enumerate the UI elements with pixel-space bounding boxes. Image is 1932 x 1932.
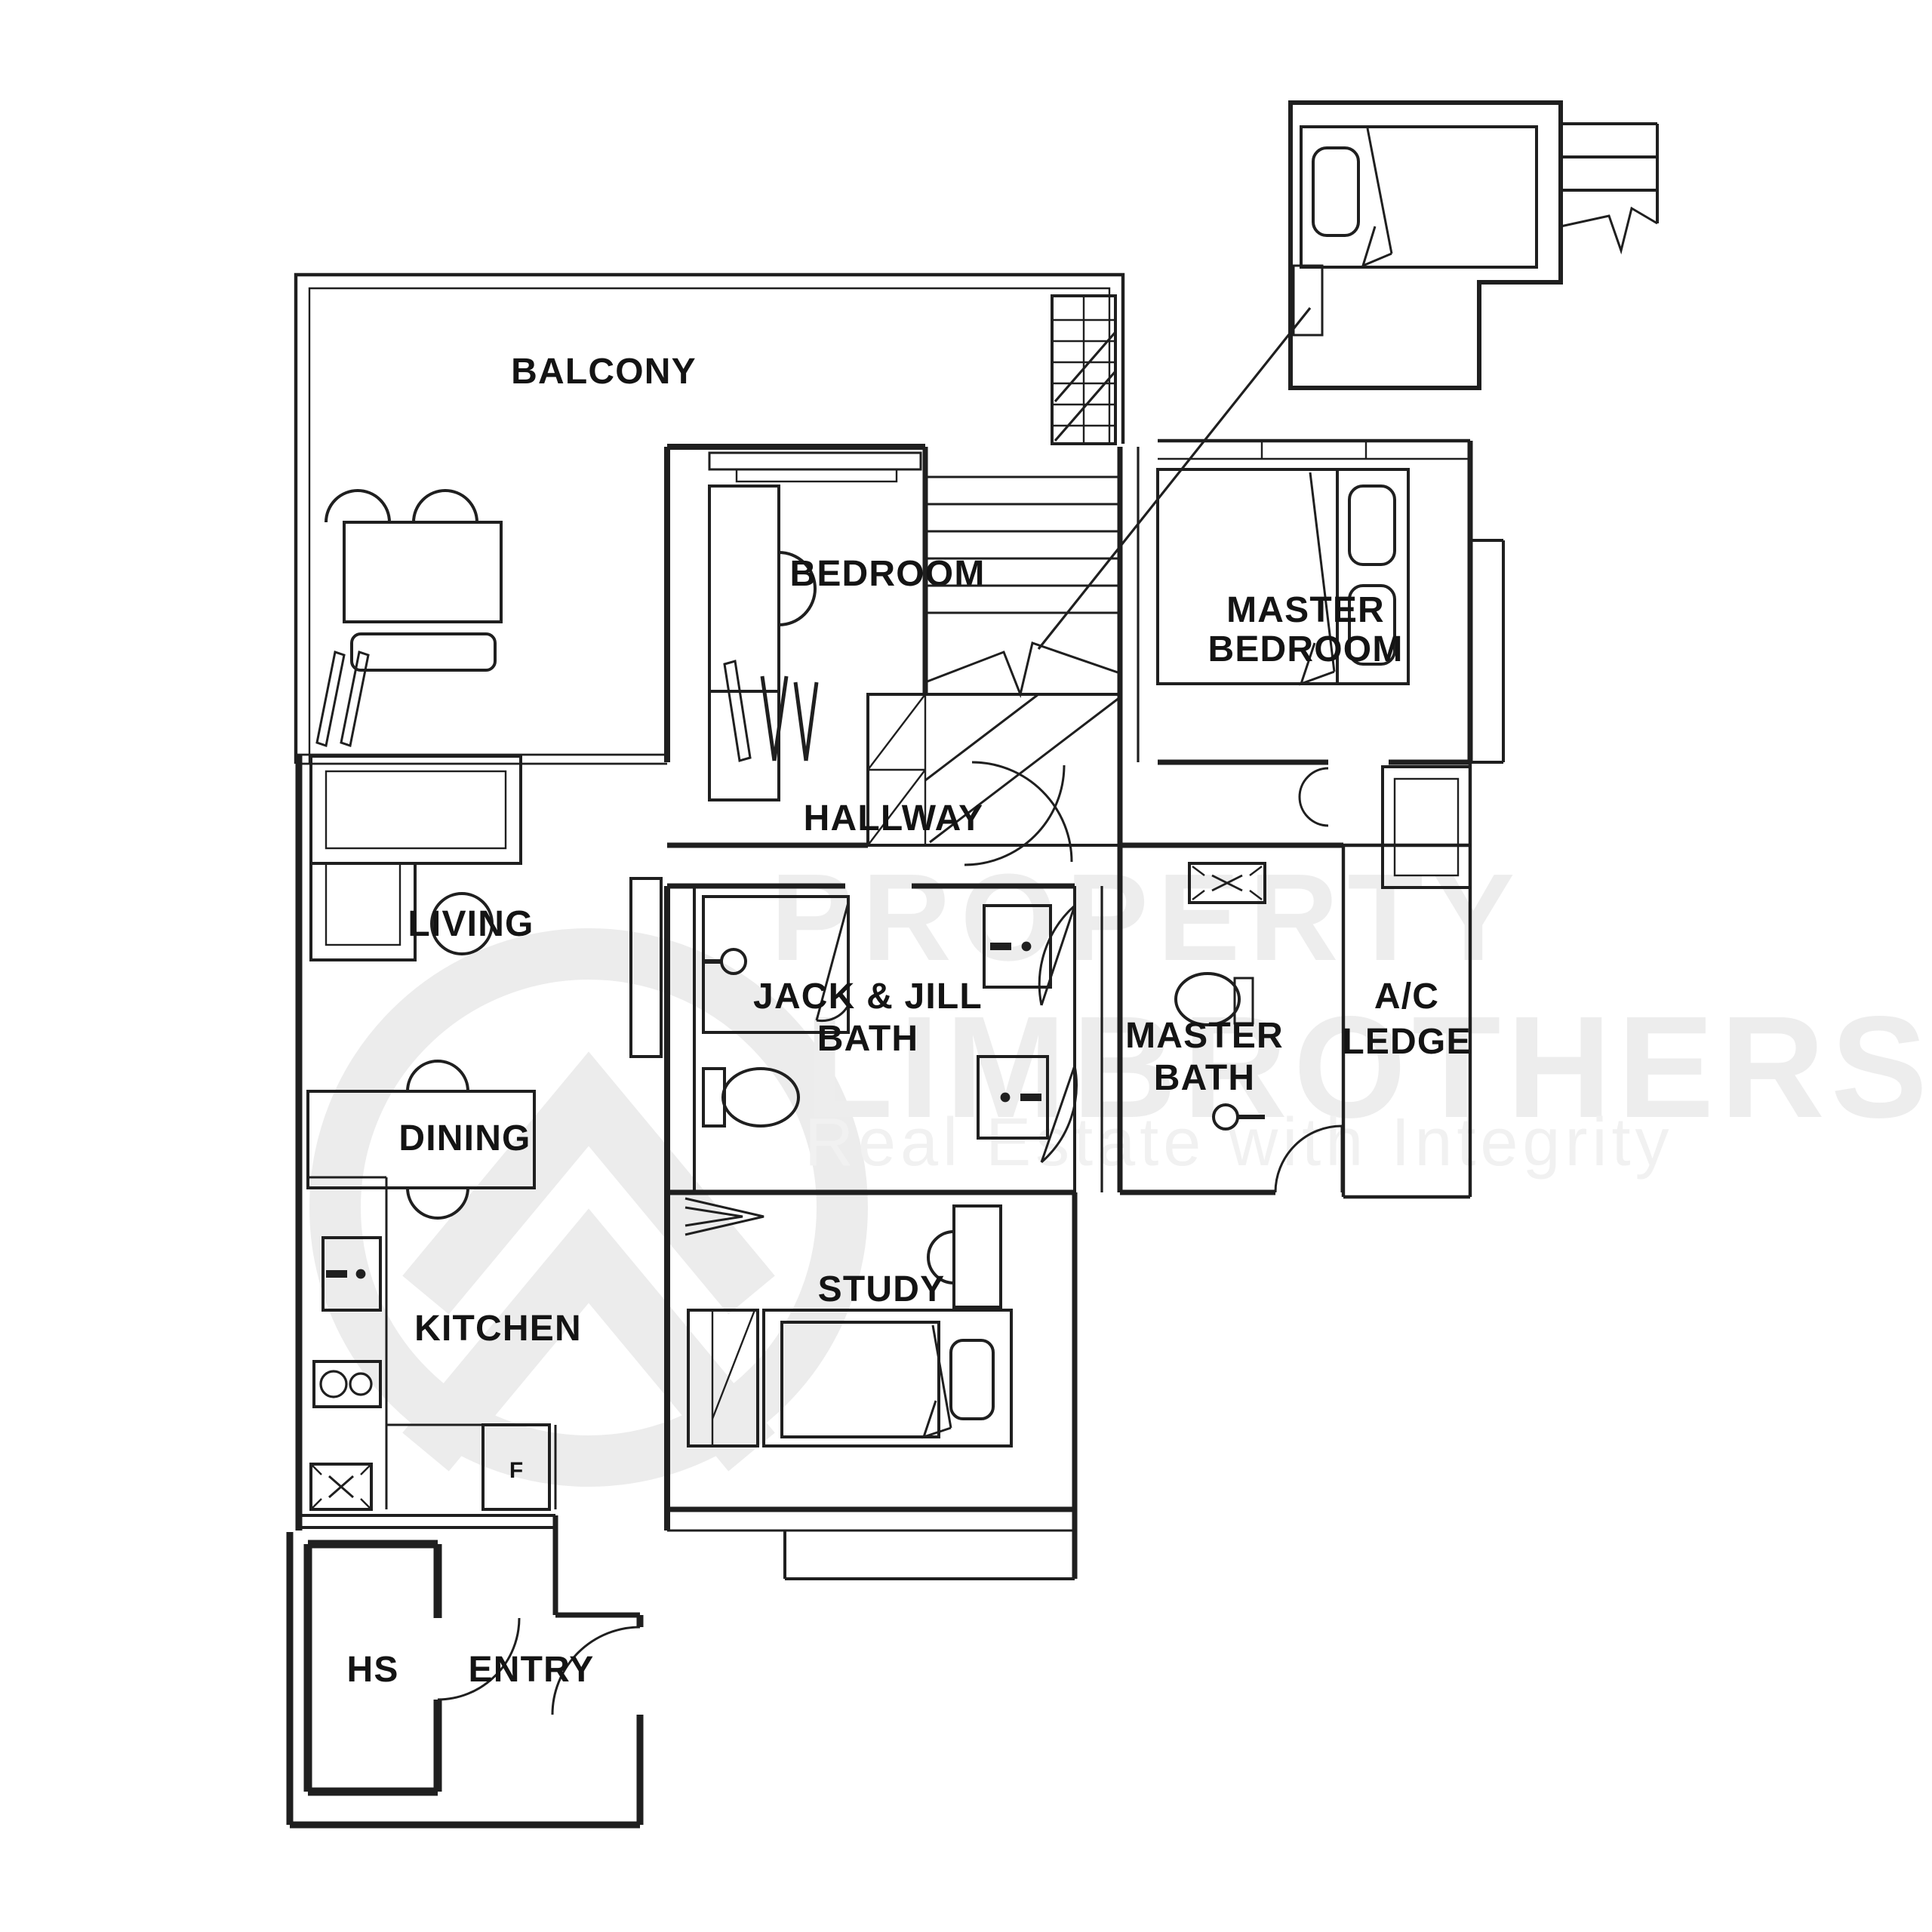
desk-icon — [708, 485, 817, 801]
master-bath-label-line2: BATH — [1154, 1058, 1256, 1098]
ac-ledge-label-line1: A/C — [1374, 977, 1439, 1017]
watermark-line1: PROPERTY — [771, 848, 1524, 986]
single-bed-icon — [762, 1309, 1013, 1447]
walls — [286, 441, 1505, 1829]
master-bath-label-line1: MASTER — [1125, 1016, 1284, 1056]
watermark-line2: LIMBROTHERS — [804, 986, 1932, 1148]
master-bedroom-room: MASTER BEDROOM — [1156, 438, 1472, 889]
entry-door-arc — [551, 1626, 641, 1715]
master-bedroom-door-arc — [964, 764, 1066, 866]
study-desk-icon — [927, 1204, 1002, 1309]
kitchen-room: F KITCHEN — [308, 1176, 582, 1511]
kitchen-sink-icon — [321, 1236, 382, 1312]
window-icon — [1292, 264, 1324, 337]
toilet-icon — [702, 1067, 800, 1128]
washer-icon — [309, 1463, 373, 1511]
hallway-area: HALLWAY — [804, 798, 984, 838]
closet-icon — [708, 451, 922, 483]
sink-icon — [983, 904, 1052, 989]
dining-label: DINING — [398, 1118, 531, 1158]
shower-head-icon — [1212, 1103, 1265, 1131]
limbrothers-logo-icon — [309, 928, 868, 1487]
ac-ledge-label-line2: LEDGE — [1342, 1022, 1471, 1062]
sliding-panel-icon — [315, 651, 370, 747]
study-label: STUDY — [818, 1269, 946, 1309]
single-bed-icon — [1300, 125, 1538, 269]
vent-icon — [1188, 862, 1266, 904]
household-shelter-room: HS — [303, 1540, 521, 1796]
window-icon — [1158, 438, 1470, 460]
master-bath-room: MASTER BATH — [1125, 862, 1343, 1193]
bath-opening-arc — [1298, 767, 1329, 827]
master-bedroom-label-line1: MASTER — [1226, 590, 1385, 630]
hatch-ladder-icon — [1051, 294, 1117, 445]
sink-icon — [977, 1055, 1049, 1140]
bifold-door-icon — [685, 1197, 764, 1236]
entry-area: ENTRY — [469, 1626, 641, 1715]
stair-treads-icon — [1560, 122, 1659, 255]
toilet-icon — [1174, 972, 1254, 1026]
fridge-icon: F — [481, 1423, 557, 1511]
loft-bed-detail-inset — [1288, 100, 1659, 390]
study-room: STUDY — [687, 1204, 1013, 1447]
detail-leader-line — [1037, 307, 1312, 650]
door-swing-icon — [1274, 1124, 1343, 1193]
master-bedroom-label-line2: BEDROOM — [1208, 629, 1403, 669]
fridge-label: F — [509, 1458, 523, 1483]
living-room: LIVING — [309, 755, 663, 1058]
wardrobe-icon — [1381, 765, 1472, 889]
stove-icon — [312, 1360, 382, 1408]
hs-label: HS — [346, 1650, 398, 1690]
dining-area: DINING — [306, 1060, 536, 1220]
jack-jill-bath-room: JACK & JILL BATH — [685, 895, 1078, 1236]
staircase-icon — [866, 475, 1121, 863]
hallway-label: HALLWAY — [804, 798, 984, 838]
hs-door-arc — [437, 1617, 521, 1701]
outdoor-table-icon — [325, 489, 503, 672]
shower-icon — [702, 895, 850, 1034]
jack-jill-label-line2: BATH — [817, 1019, 919, 1059]
entry-label: ENTRY — [469, 1650, 595, 1690]
balcony-room: BALCONY — [294, 272, 1125, 765]
stair-door-arc — [971, 761, 1073, 863]
living-label: LIVING — [408, 904, 534, 944]
tv-console-icon — [629, 877, 663, 1058]
double-bed-icon — [1156, 468, 1410, 686]
ac-ledge-room: A/C LEDGE — [1342, 977, 1471, 1062]
watermark: PROPERTY LIMBROTHERS Real Estate with In… — [309, 848, 1932, 1487]
bedroom-room: BEDROOM — [708, 451, 985, 801]
easel-icon — [723, 660, 819, 762]
wardrobe-icon — [687, 1309, 759, 1447]
dining-table-icon — [306, 1060, 536, 1220]
balcony-label: BALCONY — [511, 352, 697, 392]
jack-jill-label-line1: JACK & JILL — [753, 977, 983, 1017]
bedroom-label: BEDROOM — [789, 554, 985, 594]
kitchen-label: KITCHEN — [414, 1309, 582, 1349]
side-table-icon — [430, 892, 494, 955]
sofa-icon — [309, 755, 522, 961]
